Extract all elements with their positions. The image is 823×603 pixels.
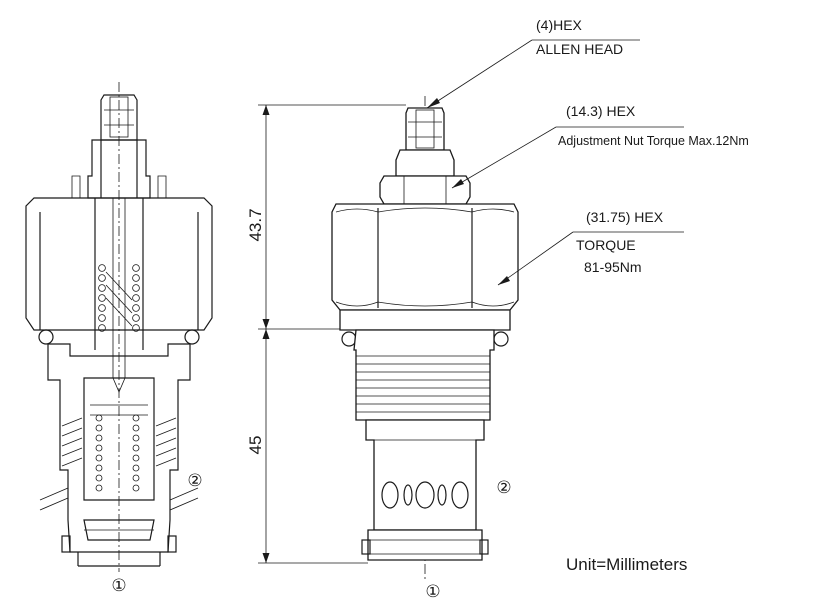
dimension-upper-height: 43.7	[246, 208, 265, 241]
allen-head-label: ALLEN HEAD	[536, 41, 623, 57]
body-torque-label: TORQUE	[576, 237, 636, 253]
main-hex-body	[331, 203, 519, 311]
external-port-2: ②	[496, 478, 511, 498]
o-ring-right	[184, 329, 200, 345]
sectional-port-1: ①	[111, 576, 126, 596]
lower-spring	[95, 414, 140, 492]
lower-cage	[365, 419, 485, 531]
o-ring-left	[341, 331, 357, 347]
external-port-1: ①	[425, 582, 440, 602]
o-ring-left	[38, 329, 54, 345]
thread-lines	[356, 355, 490, 413]
upper-spring	[98, 264, 140, 332]
o-ring-right	[493, 331, 509, 347]
nut-torque-label: Adjustment Nut Torque Max.12Nm	[558, 134, 749, 148]
bottom-nose	[367, 529, 483, 561]
sectional-sleeve	[47, 343, 191, 553]
sectional-hex-body	[25, 197, 213, 331]
dimension-lower-height: 45	[246, 436, 265, 455]
sectional-view	[25, 82, 213, 572]
threaded-section	[353, 329, 495, 421]
adjustment-nut	[379, 175, 471, 205]
dimension-lines	[258, 104, 406, 564]
sectional-port-2: ②	[187, 471, 202, 491]
adjustment-stem	[405, 107, 445, 151]
body-hex-size: (31.75) HEX	[586, 209, 664, 225]
unit-note: Unit=Millimeters	[566, 555, 687, 574]
section-hatching	[39, 417, 199, 511]
body-flange	[339, 309, 511, 331]
external-view	[331, 96, 519, 582]
allen-hex-size: (4)HEX	[536, 17, 583, 33]
body-torque-value: 81-95Nm	[584, 259, 642, 275]
port-holes	[381, 481, 469, 509]
nut-hex-size: (14.3) HEX	[566, 103, 636, 119]
callout-leaders	[426, 39, 684, 286]
